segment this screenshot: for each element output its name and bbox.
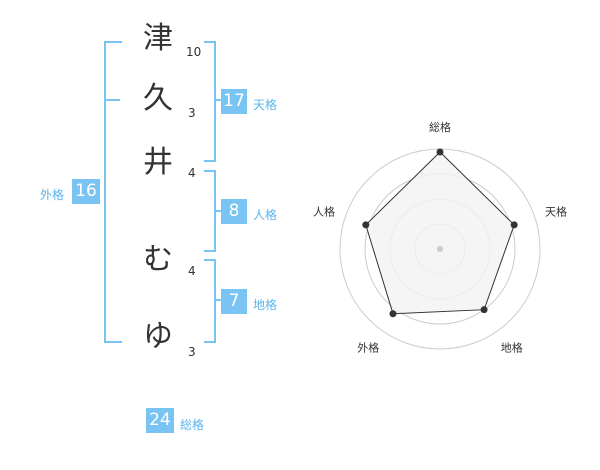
stroke-count-3: 4 <box>188 166 196 180</box>
jinkaku-connector <box>214 210 222 212</box>
stroke-count-4: 4 <box>188 264 196 278</box>
jinkaku-label: 人格 <box>253 208 278 222</box>
radar-ring-3 <box>364 173 516 325</box>
radar-ring-2 <box>389 198 491 300</box>
tenkaku-connector <box>214 99 222 101</box>
radar-axis-label-4: 外格 <box>357 341 379 355</box>
gaikaku-badge: 16 <box>72 179 100 204</box>
tenkaku-badge: 17 <box>221 89 247 114</box>
chikaku-bracket <box>204 259 216 343</box>
name-char-1: 津 <box>143 21 173 56</box>
radar-point-1 <box>436 148 444 156</box>
name-char-2: 久 <box>143 81 173 116</box>
tenkaku-bracket <box>204 41 216 162</box>
radar-axis-label-1: 総格 <box>429 120 451 134</box>
radar-point-2 <box>510 221 518 229</box>
radar-ring-4 <box>339 148 541 350</box>
radar-center-dot <box>437 246 443 252</box>
radar-ring-1 <box>414 223 466 275</box>
gaikaku-bracket <box>104 41 122 343</box>
name-char-3: 井 <box>143 145 173 180</box>
gaikaku-bracket-tick <box>104 99 120 101</box>
stroke-count-2: 3 <box>188 106 196 120</box>
radar-axis-label-5: 人格 <box>313 204 335 218</box>
gaikaku-label: 外格 <box>40 188 65 202</box>
soukaku-badge: 24 <box>146 408 174 433</box>
jinkaku-badge: 8 <box>221 199 247 224</box>
radar-axis-label-2: 天格 <box>545 204 567 218</box>
radar-point-3 <box>480 306 488 314</box>
radar-axis-label-3: 地格 <box>501 341 523 355</box>
radar-polygon <box>365 151 515 315</box>
name-char-5: ゆ <box>143 319 173 354</box>
stroke-count-5: 3 <box>188 345 196 359</box>
stroke-count-1: 10 <box>186 45 202 59</box>
chikaku-connector <box>214 299 222 301</box>
name-char-4: む <box>143 242 173 277</box>
tenkaku-label: 天格 <box>253 98 278 112</box>
soukaku-label: 総格 <box>180 418 205 432</box>
chikaku-label: 地格 <box>253 298 278 312</box>
radar-point-5 <box>362 221 370 229</box>
chikaku-badge: 7 <box>221 289 247 314</box>
radar-point-4 <box>389 310 397 318</box>
